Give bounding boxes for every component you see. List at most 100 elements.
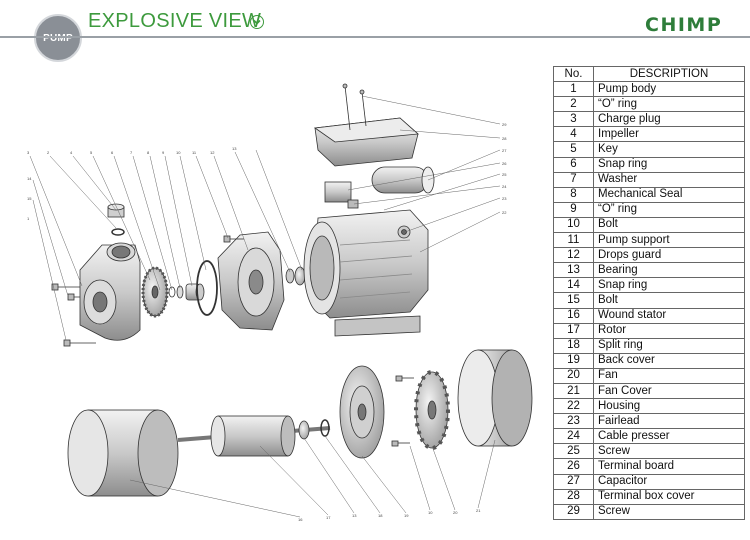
callout-14: 14 [27,176,32,181]
part-description: Pump support [593,232,745,249]
part-description: Screw [593,443,745,460]
part-number: 2 [553,96,594,113]
header-divider [0,36,750,38]
part-description: Bolt [593,216,745,234]
callout-21: 21 [476,508,481,513]
cable-presser [347,199,359,209]
bolt-back-top [395,375,414,382]
callout-10b: 10 [428,510,433,515]
back-cover [339,365,385,459]
callout-1: 1 [27,216,30,221]
bearing-rear [298,420,310,440]
callout-11: 11 [192,150,197,155]
part-description: Snap ring [593,277,745,294]
part-description: Snap ring [593,156,745,173]
callout-9: 9 [162,150,165,155]
pump-badge: PUMP [34,14,82,62]
part-description: Back cover [593,352,745,369]
part-description: Bearing [593,262,745,279]
part-number: 27 [553,473,594,490]
page-title: EXPLOSIVE VIEW [88,10,262,32]
part-number: 8 [553,186,594,203]
part-description: Drops guard [593,247,745,264]
fan [414,370,450,450]
callout-2: 2 [47,150,50,155]
part-number: 18 [553,337,594,354]
column-header-no: No. [553,65,594,83]
part-number: 20 [553,367,594,384]
callout-26: 26 [502,161,507,166]
callout-19: 19 [404,513,409,518]
impeller [141,266,169,318]
part-number: 12 [553,247,594,264]
part-description: Fairlead [593,413,745,430]
part-description: Split ring [593,337,745,354]
badge-label: PUMP [43,32,73,44]
wound-stator [67,409,179,497]
part-description: Cable presser [593,428,745,445]
part-number: 14 [553,277,594,294]
part-number: 10 [553,216,594,234]
part-number: 5 [553,141,594,158]
housing [303,209,429,337]
part-description: Terminal board [593,458,745,475]
table-row: 2“O” ring [553,96,745,113]
part-number: 4 [553,126,594,143]
callout-16: 16 [298,517,303,522]
part-description: Wound stator [593,307,745,324]
part-description: “O” ring [593,96,745,113]
callout-13b: 13 [352,513,357,518]
part-number: 7 [553,171,594,188]
part-description: Housing [593,398,745,415]
callout-17: 17 [326,515,331,520]
part-number: 26 [553,458,594,475]
callout-18: 18 [378,513,383,518]
snap-ring [168,286,176,298]
exploded-view-drawing: 3 2 4 5 6 7 8 9 10 11 12 13 14 15 1 29 2… [27,83,533,522]
part-description: Impeller [593,126,745,143]
callout-7: 7 [130,150,133,155]
part-number: 28 [553,488,594,505]
callout-labels: 3 2 4 5 6 7 8 9 10 11 12 13 14 15 1 29 2… [27,122,507,522]
screw-cover-left [342,83,351,131]
o-ring-small [111,228,125,236]
part-number: 29 [553,503,594,520]
part-description: “O” ring [593,201,745,218]
callout-28: 28 [502,136,507,141]
column-header-description: DESCRIPTION [593,65,745,83]
chevron-down-icon[interactable] [250,15,264,29]
table-row: 9“O” ring [553,201,745,218]
fan-cover [457,349,533,447]
part-description: Fan Cover [593,382,745,400]
leader-lines [29,95,501,518]
part-number: 19 [553,352,594,369]
mechanical-seal [185,283,205,301]
part-number: 3 [553,111,594,128]
bolt-left-bottom [63,339,96,347]
bearing-front [294,266,306,286]
part-description: Washer [593,171,745,188]
part-number: 13 [553,262,594,279]
terminal-board [324,181,352,203]
brand-logo: CHIMP [645,14,723,36]
part-number: 25 [553,443,594,460]
